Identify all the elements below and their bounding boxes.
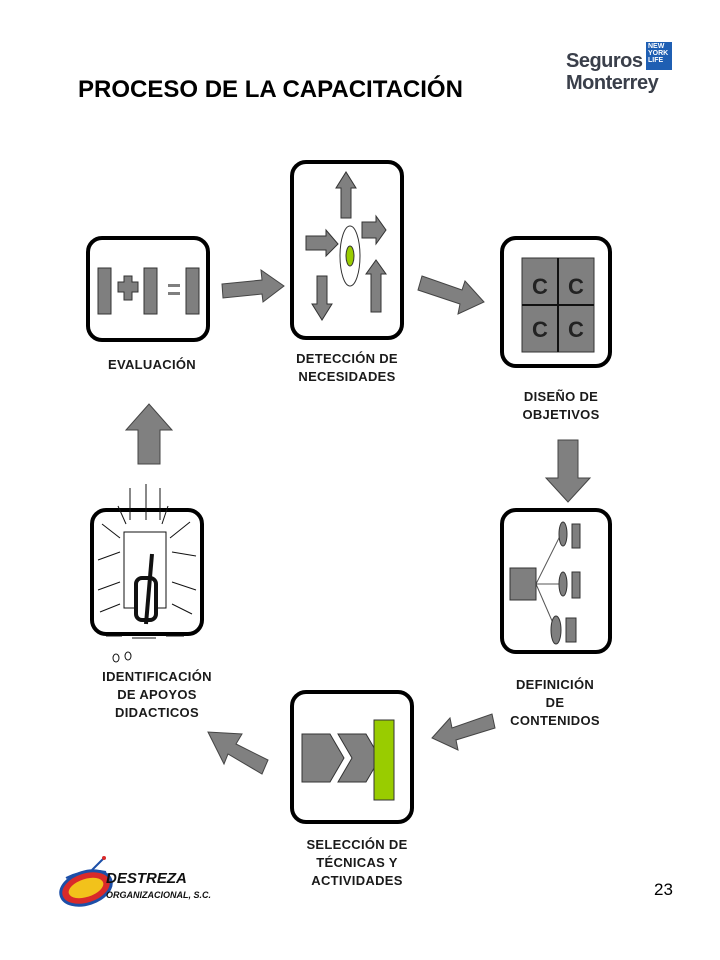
chevron-steps-icon — [301, 719, 395, 801]
label-diseno: DISEÑO DE OBJETIVOS — [496, 388, 626, 424]
arrow-evaluacion-to-deteccion — [221, 268, 285, 303]
arrow-seleccion-to-identificacion — [207, 731, 269, 775]
badge-line-3: LIFE — [648, 57, 664, 64]
logo-text-line-1: DESTREZA — [106, 870, 187, 887]
box-deteccion — [290, 160, 404, 340]
label-seleccion: SELECCIÓN DE TÉCNICAS Y ACTIVIDADES — [282, 836, 432, 890]
label-seleccion-line-3: ACTIVIDADES — [311, 873, 403, 888]
label-definicion-line-3: CONTENIDOS — [510, 713, 600, 728]
box-definicion — [500, 508, 612, 654]
lightbulb-icon — [97, 484, 197, 663]
badge-line-1: NEW — [648, 43, 665, 50]
flow-arrows — [124, 268, 592, 775]
badge-line-2: YORK — [648, 50, 669, 57]
label-definicion: DEFINICIÓN DE CONTENIDOS — [490, 676, 620, 730]
box-seleccion — [290, 690, 414, 824]
new-york-life-badge: NEW YORK LIFE — [646, 42, 672, 70]
content-tree-icon — [509, 521, 581, 645]
arrow-diseno-to-definicion — [544, 439, 592, 503]
grid-cell-2: C — [568, 274, 584, 299]
label-seleccion-line-1: SELECCIÓN DE — [306, 837, 408, 852]
label-seleccion-line-2: TÉCNICAS Y — [316, 855, 398, 870]
label-identificacion-line-1: IDENTIFICACIÓN — [102, 669, 212, 684]
radiating-arrows-icon — [305, 171, 387, 321]
label-deteccion-line-1: DETECCIÓN DE — [296, 351, 398, 366]
page-title: PROCESO DE LA CAPACITACIÓN — [78, 76, 463, 103]
brand-line-1: Seguros — [566, 50, 643, 72]
label-identificacion-line-2: DE APOYOS — [117, 687, 197, 702]
brand-line-2: Monterrey — [566, 72, 659, 94]
box-evaluacion — [86, 236, 210, 342]
arrow-identificacion-to-evaluacion — [124, 403, 174, 465]
label-identificacion-line-3: DIDACTICOS — [115, 705, 199, 720]
grid-cell-1: C — [532, 274, 548, 299]
label-definicion-line-2: DE — [545, 695, 565, 710]
logo-text-line-2: ORGANIZACIONAL, S.C. — [106, 890, 211, 900]
label-definicion-line-1: DEFINICIÓN — [515, 677, 595, 692]
destreza-logo-mark — [59, 856, 113, 907]
label-evaluacion-line-1: EVALUACIÓN — [108, 357, 196, 372]
arrow-definicion-to-seleccion — [431, 713, 496, 751]
label-deteccion-line-2: NECESIDADES — [298, 369, 396, 384]
scale-icon — [97, 267, 200, 315]
label-evaluacion: EVALUACIÓN — [92, 356, 212, 374]
grid-cell-4: C — [568, 317, 584, 342]
label-diseno-line-1: DISEÑO DE — [523, 389, 599, 404]
arrow-deteccion-to-diseno — [417, 275, 485, 315]
seguros-monterrey-logo: Seguros Monterrey NEW YORK LIFE — [566, 40, 686, 100]
label-diseno-line-2: OBJETIVOS — [522, 407, 600, 422]
label-identificacion: IDENTIFICACIÓN DE APOYOS DIDACTICOS — [82, 668, 232, 722]
objective-grid-icon: C C C C — [521, 257, 595, 353]
grid-cell-3: C — [532, 317, 548, 342]
destreza-organizacional-logo: DESTREZA ORGANIZACIONAL, S.C. — [60, 862, 220, 912]
page-number: 23 — [654, 880, 673, 899]
box-identificacion — [90, 484, 204, 663]
label-deteccion: DETECCIÓN DE NECESIDADES — [282, 350, 412, 386]
box-diseno: C C C C — [500, 236, 612, 368]
